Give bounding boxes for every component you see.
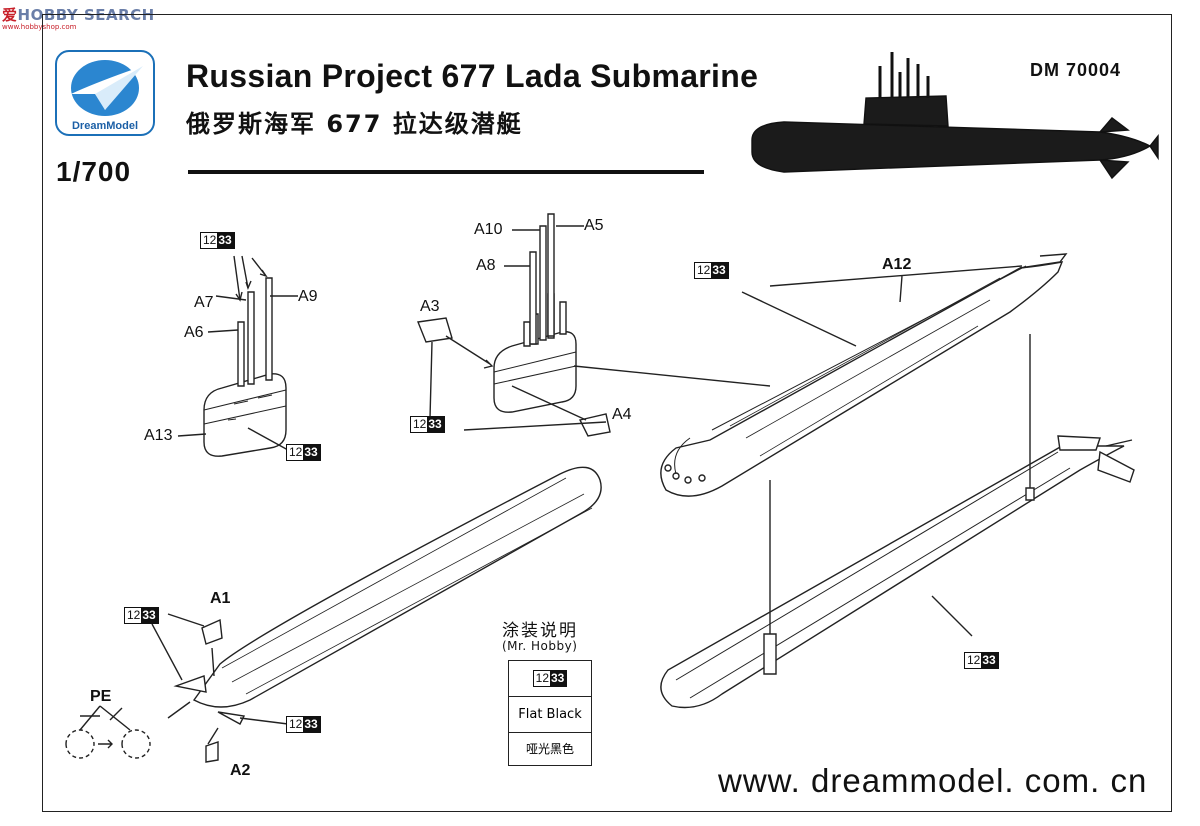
paint-code-left: 12 xyxy=(287,445,304,460)
submarine-profile xyxy=(751,52,1159,180)
part-label-a6: A6 xyxy=(184,324,204,341)
paint-guide-brand: (Mr. Hobby) xyxy=(502,639,578,653)
brand-logo: DreamModel xyxy=(55,50,155,136)
watermark-url: www.hobbyshop.com xyxy=(2,23,77,31)
paint-code-right: 33 xyxy=(303,717,320,732)
paint-code-left: 12 xyxy=(411,417,428,432)
part-label-a3: A3 xyxy=(420,298,440,315)
paint-code-right: 33 xyxy=(141,608,158,623)
part-label-a7: A7 xyxy=(194,294,214,311)
paper-plane-icon xyxy=(71,60,143,116)
watermark-text: HOBBY SEARCH xyxy=(17,6,155,24)
title-rule xyxy=(188,170,704,174)
part-label-a5: A5 xyxy=(584,217,604,234)
part-label-pe: PE xyxy=(90,688,112,705)
paint-code-right: 33 xyxy=(981,653,998,668)
product-code: DM 70004 xyxy=(1030,60,1122,80)
paint-code-right: 33 xyxy=(550,671,567,686)
paint-code-left: 12 xyxy=(287,717,304,732)
paint-code-right: 33 xyxy=(217,233,234,248)
footer-url: www. dreammodel. com. cn xyxy=(718,762,1148,799)
paint-guide-title: 涂装说明 xyxy=(502,621,578,641)
part-label-a9: A9 xyxy=(298,288,318,305)
title-chinese: 俄罗斯海军 677 拉达级潜艇 xyxy=(186,110,523,138)
paint-code-left: 12 xyxy=(533,671,550,686)
page-frame xyxy=(42,14,1172,812)
paint-code-right: 33 xyxy=(711,263,728,278)
logo-text: DreamModel xyxy=(71,120,139,132)
paint-code-right: 33 xyxy=(303,445,320,460)
watermark: 爱HOBBY SEARCH www.hobbyshop.com xyxy=(2,4,162,34)
paint-code-left: 12 xyxy=(201,233,218,248)
part-label-a4: A4 xyxy=(612,406,632,423)
hull-lower-half xyxy=(660,334,1135,709)
pe-propeller-icons xyxy=(65,705,151,759)
title-english: Russian Project 677 Lada Submarine xyxy=(186,58,759,94)
paint-code-right: 33 xyxy=(427,417,444,432)
part-label-a10: A10 xyxy=(474,221,503,238)
hull-left-assembled xyxy=(80,466,602,763)
paint-code-left: 12 xyxy=(965,653,982,668)
part-label-a12: A12 xyxy=(882,256,912,273)
hull-upper-assembled xyxy=(660,253,1068,497)
paint-color-name: Flat Black xyxy=(509,697,591,733)
paint-code-left: 12 xyxy=(125,608,142,623)
part-label-a2: A2 xyxy=(230,762,251,779)
part-label-a13: A13 xyxy=(144,427,173,444)
paint-color-name-cn: 哑光黑色 xyxy=(525,742,574,756)
sail-detail-left xyxy=(177,255,298,457)
scale-label: 1/700 xyxy=(56,156,132,187)
watermark-mark: 爱 xyxy=(2,6,18,24)
paint-code-left: 12 xyxy=(695,263,712,278)
sail-detail-center xyxy=(417,213,771,437)
part-label-a1: A1 xyxy=(210,590,231,607)
part-label-a8: A8 xyxy=(476,257,496,274)
